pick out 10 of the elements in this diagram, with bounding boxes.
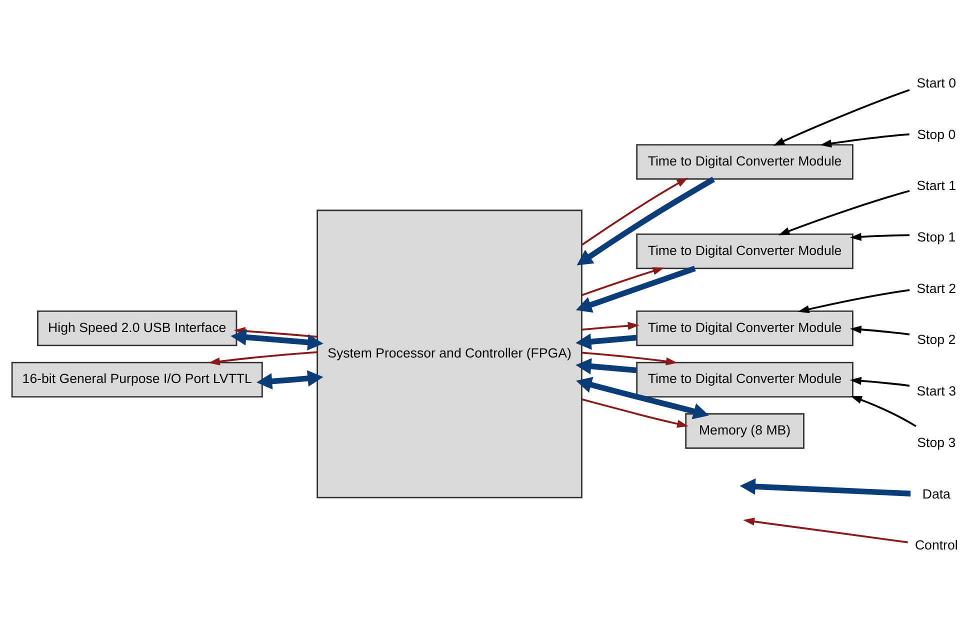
- node-text: Start 3: [916, 383, 956, 398]
- node-text: Start 1: [916, 178, 956, 193]
- node-text: Start 0: [916, 74, 956, 90]
- node-text: Stop 3: [917, 434, 956, 450]
- legend-label: Data: [922, 486, 950, 501]
- node-text: Stop 0: [917, 126, 956, 142]
- node-text: Stop 2: [917, 332, 956, 347]
- node-text: Stop 1: [917, 228, 956, 244]
- node-text: Start 2: [916, 280, 956, 296]
- legend-label: Control: [914, 537, 958, 552]
